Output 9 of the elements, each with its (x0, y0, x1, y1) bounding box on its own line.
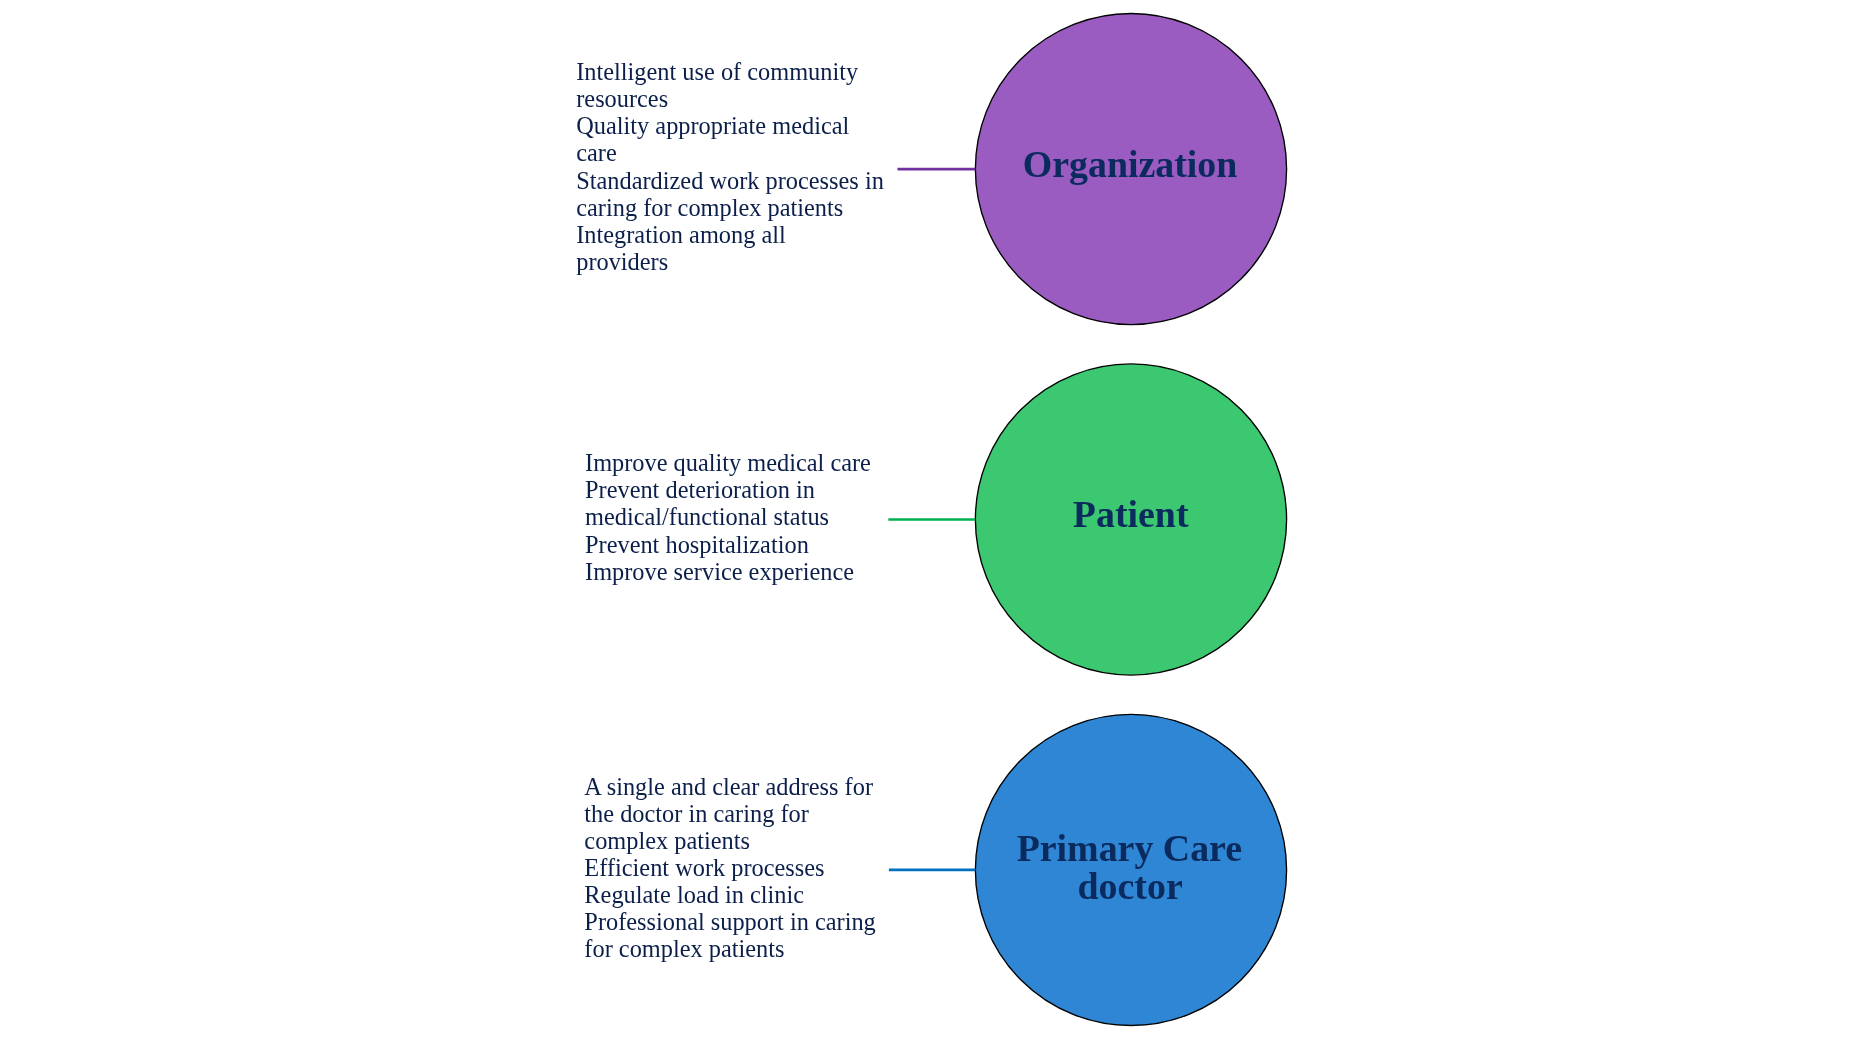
node-text: Improve quality medical care Prevent deterioration in medical/functional status Prevent hospitalization Improve service experience (585, 449, 871, 585)
connector (888, 518, 975, 521)
node-circle: Patient (974, 363, 1288, 676)
node-text: Intelligent use of community resources Quality appropriate medical care Standardized work processes in caring for complex patients Integration among all providers (576, 58, 884, 275)
node-circle: Primary Care doctor (974, 713, 1288, 1027)
node-circle: Organization (974, 12, 1288, 326)
connector (888, 868, 976, 872)
node-text: A single and clear address for the doctor in caring for complex patients Efficient work processes Regulate load in clinic Professional support in caring for complex patients (584, 772, 876, 963)
connector (897, 167, 976, 171)
